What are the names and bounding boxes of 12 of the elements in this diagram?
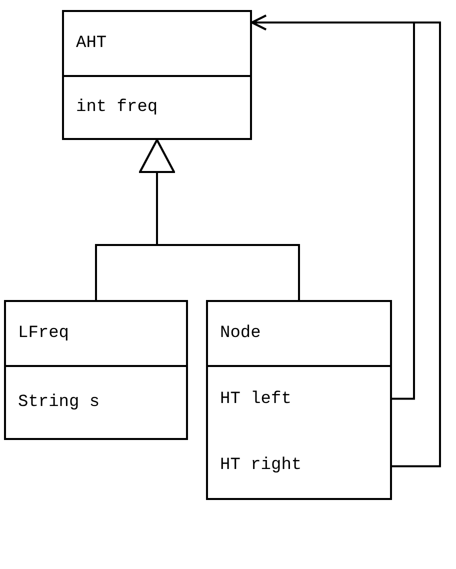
- attribute-text: String s: [18, 392, 100, 414]
- inheritance-arrow: [139, 139, 300, 300]
- class-name: LFreq: [6, 302, 186, 367]
- attribute-text: int freq: [76, 96, 158, 119]
- class-box: [4, 300, 188, 440]
- class-name: AHT: [64, 12, 250, 77]
- class-box: [62, 10, 252, 140]
- attribute-text: HT right: [220, 454, 302, 476]
- attribute-text: HT left: [220, 389, 292, 411]
- association-arrow: [251, 14, 441, 468]
- class-name: Node: [208, 302, 390, 367]
- class-box: [206, 300, 392, 500]
